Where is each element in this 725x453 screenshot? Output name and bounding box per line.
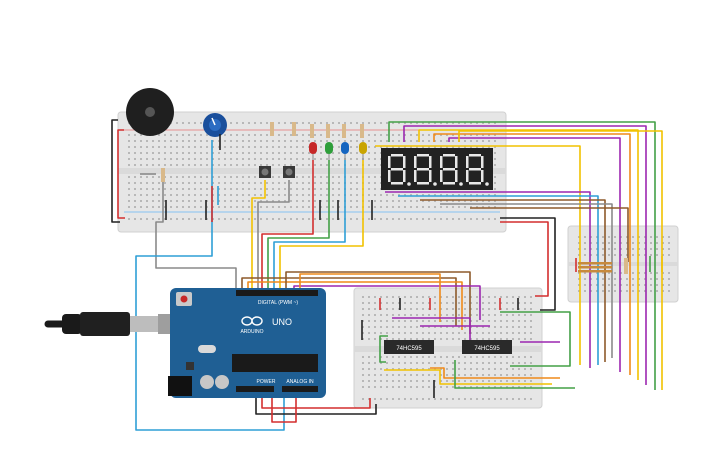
power-jack <box>168 376 192 396</box>
segment <box>403 156 406 168</box>
piezo-buzzer[interactable] <box>126 88 174 136</box>
chip-label-1: 74HC595 <box>396 346 422 352</box>
segment <box>469 182 481 185</box>
resistor-array <box>578 258 628 274</box>
microcontroller-chip <box>232 354 318 372</box>
arduino-logo <box>241 316 263 326</box>
power-header-label: POWER <box>257 379 276 385</box>
segment <box>417 168 429 171</box>
led-green[interactable] <box>325 142 333 160</box>
segment <box>440 156 443 168</box>
segment <box>443 182 455 185</box>
potentiometer[interactable] <box>203 113 227 137</box>
wires <box>111 119 663 431</box>
digital-header-label: DIGITAL (PWM ~) <box>258 300 298 306</box>
led-red[interactable] <box>309 142 317 160</box>
analog-header <box>282 386 318 392</box>
led-blue[interactable] <box>341 142 349 160</box>
segment <box>466 170 469 182</box>
segment <box>466 156 469 168</box>
segment <box>429 156 432 168</box>
decimal-point <box>433 182 437 186</box>
seven-segment-display[interactable] <box>381 148 493 190</box>
decimal-point <box>459 182 463 186</box>
arduino-brand: ARDUINO <box>240 329 263 335</box>
segment <box>429 170 432 182</box>
segment <box>388 156 391 168</box>
power-header <box>236 386 274 392</box>
usb-cable <box>44 312 182 336</box>
shift-register-2[interactable]: 74HC595 <box>462 340 512 354</box>
decimal-point <box>407 182 411 186</box>
shift-register-1[interactable]: 74HC595 <box>384 340 434 354</box>
segment <box>469 168 481 171</box>
segment <box>417 182 429 185</box>
segment <box>391 154 403 157</box>
segment <box>469 154 481 157</box>
segment <box>481 156 484 168</box>
decimal-point <box>485 182 489 186</box>
digital-header <box>236 290 318 296</box>
resistors-top <box>161 122 364 182</box>
segment <box>455 156 458 168</box>
segment <box>414 156 417 168</box>
segment <box>443 154 455 157</box>
segment <box>440 170 443 182</box>
segment <box>455 170 458 182</box>
segment <box>481 170 484 182</box>
segment <box>443 168 455 171</box>
chip-label-2: 74HC595 <box>474 346 500 352</box>
pushbutton-2[interactable] <box>283 166 295 178</box>
breadboard-lower[interactable] <box>353 287 543 409</box>
segment <box>417 154 429 157</box>
segment <box>391 182 403 185</box>
pushbutton-1[interactable] <box>259 166 271 178</box>
segment <box>403 170 406 182</box>
arduino-model: UNO <box>272 317 292 327</box>
arduino-uno[interactable]: DIGITAL (PWM ~) POWER ANALOG IN ARDUINO … <box>168 288 326 398</box>
segment <box>388 170 391 182</box>
analog-header-label: ANALOG IN <box>286 379 314 385</box>
segment <box>414 170 417 182</box>
led-yellow[interactable] <box>359 142 367 160</box>
segment <box>391 168 403 171</box>
